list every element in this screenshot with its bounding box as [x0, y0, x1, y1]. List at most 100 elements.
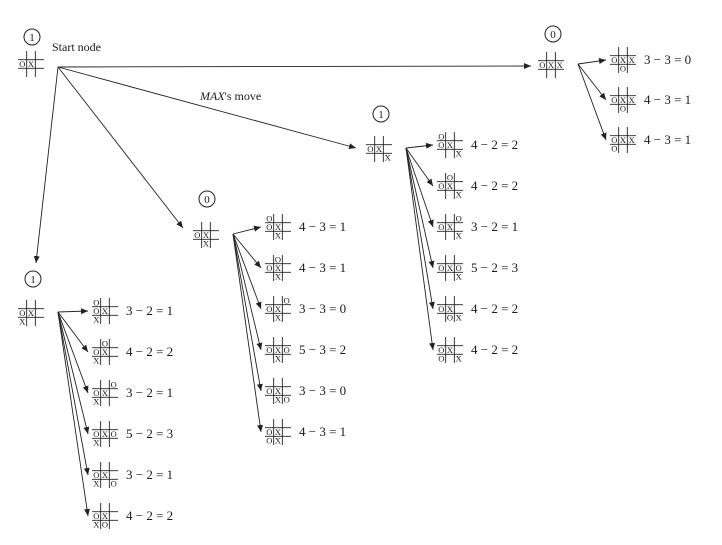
x-mark: X: [275, 231, 281, 241]
x-mark: X: [620, 55, 626, 65]
x-mark: X: [93, 438, 99, 448]
leaf-evaluation: 4 − 3 = 1: [644, 132, 691, 147]
x-mark: X: [102, 347, 108, 357]
o-mark: O: [438, 304, 444, 314]
x-mark: X: [456, 231, 462, 241]
x-mark: X: [275, 354, 281, 364]
x-mark: X: [620, 135, 626, 145]
labels-layer: Start node MAX's move: [52, 40, 261, 103]
branch-to-leaf-edge: [232, 233, 263, 392]
branch-to-leaf-edge: [232, 233, 263, 433]
o-mark: O: [611, 135, 617, 145]
root-to-branch-edge-4: [57, 63, 532, 70]
branch-to-leaf-edge: [405, 147, 434, 228]
o-mark: O: [93, 470, 99, 480]
x-mark: X: [275, 345, 281, 355]
x-mark: X: [93, 315, 99, 325]
value-circle: [544, 25, 562, 43]
x-mark: X: [102, 388, 108, 398]
o-mark: O: [620, 64, 626, 74]
value-circle: [372, 105, 390, 123]
o-mark: O: [447, 313, 453, 323]
o-mark: O: [93, 429, 99, 439]
x-mark: X: [447, 222, 453, 232]
x-mark: X: [275, 272, 281, 282]
leaf-evaluation: 3 − 3 = 0: [644, 52, 691, 67]
x-mark: X: [203, 239, 209, 249]
leaf-evaluation: 3 − 3 = 0: [299, 383, 346, 398]
x-mark: X: [102, 429, 108, 439]
max-move-label-max: MAX: [199, 89, 225, 103]
o-mark: O: [284, 395, 290, 405]
x-mark: X: [447, 181, 453, 191]
x-mark: X: [19, 317, 25, 327]
x-mark: X: [557, 60, 563, 70]
root-to-branch-edge-3: [57, 66, 357, 150]
leaf-evaluation: 4 − 2 = 2: [471, 342, 518, 357]
o-mark: O: [93, 306, 99, 316]
branch-value-badge-2: 0: [198, 190, 216, 208]
minimax-value: 1: [29, 32, 35, 44]
o-mark: O: [93, 388, 99, 398]
o-mark: O: [194, 230, 200, 240]
o-mark: O: [266, 263, 272, 273]
o-mark: O: [539, 60, 545, 70]
value-circle: [198, 190, 216, 208]
o-mark: O: [611, 144, 617, 154]
branch-to-leaf-edge: [405, 142, 434, 149]
o-mark: O: [266, 427, 272, 437]
root-to-branch-edge-1: [33, 66, 59, 264]
x-mark: X: [203, 230, 209, 240]
x-mark: X: [275, 386, 281, 396]
o-mark: O: [266, 222, 272, 232]
x-mark: X: [548, 60, 554, 70]
o-mark: O: [284, 295, 290, 305]
o-mark: O: [266, 345, 272, 355]
o-mark: O: [438, 181, 444, 191]
x-mark: X: [275, 313, 281, 323]
branch-value-badge-3: 1: [372, 105, 390, 123]
max-move-label-rest: 's move: [225, 89, 262, 103]
leaf-evaluation: 4 − 3 = 1: [299, 260, 346, 275]
leaf-evaluation: 4 − 3 = 1: [644, 92, 691, 107]
x-mark: X: [456, 190, 462, 200]
x-mark: X: [447, 304, 453, 314]
x-mark: X: [447, 140, 453, 150]
x-mark: X: [28, 308, 34, 318]
x-mark: X: [102, 511, 108, 521]
leaf-evaluation: 4 − 2 = 2: [471, 137, 518, 152]
o-mark: O: [93, 297, 99, 307]
o-mark: O: [111, 429, 117, 439]
branch-to-leaf-edge: [232, 233, 262, 269]
o-mark: O: [438, 222, 444, 232]
leaf-evaluation: 3 − 3 = 0: [299, 301, 346, 316]
value-circle: [24, 270, 42, 288]
x-mark: X: [447, 345, 453, 355]
o-mark: O: [620, 104, 626, 114]
x-mark: X: [620, 95, 626, 105]
o-mark: O: [456, 213, 462, 223]
o-mark: O: [438, 131, 444, 141]
x-mark: X: [93, 356, 99, 366]
x-mark: X: [456, 149, 462, 159]
x-mark: X: [629, 135, 635, 145]
edges-layer: [33, 58, 607, 517]
branch-to-leaf-edge: [57, 308, 89, 315]
x-mark: X: [456, 272, 462, 282]
x-mark: X: [275, 436, 281, 446]
x-mark: X: [28, 59, 34, 69]
